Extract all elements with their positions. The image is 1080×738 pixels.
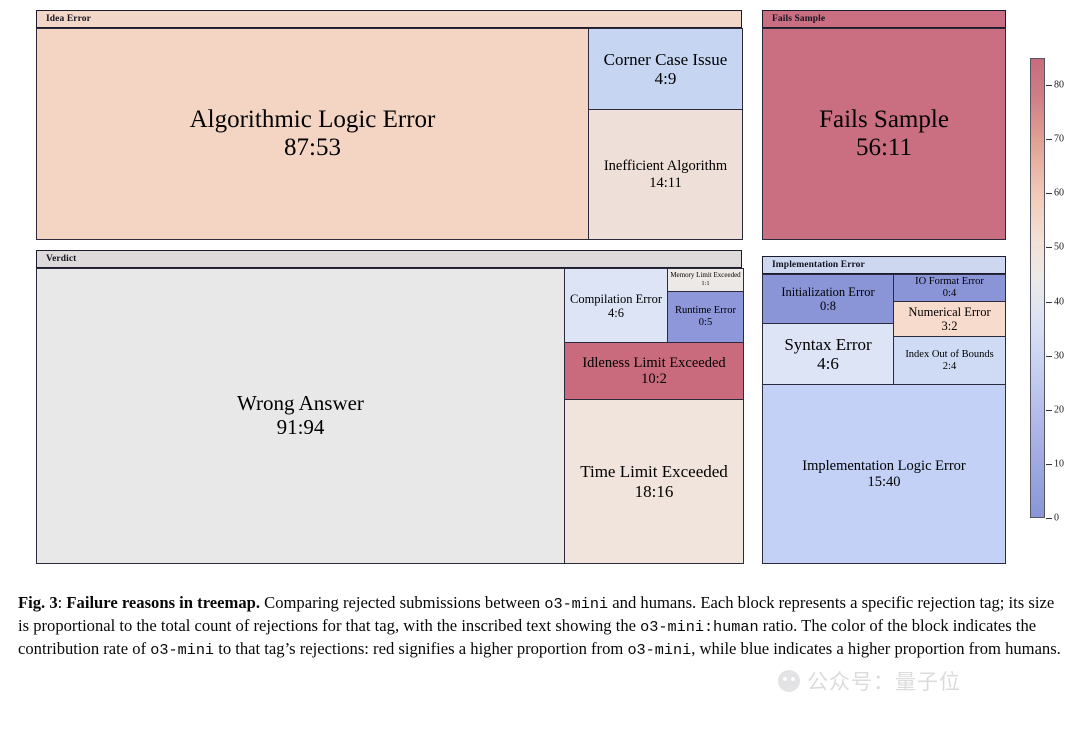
watermark-logo-icon bbox=[778, 670, 800, 692]
treemap-tile-index-out-of-bounds[interactable]: Index Out of Bounds 2:4 bbox=[893, 336, 1006, 385]
tile-label: Compilation Error bbox=[570, 291, 662, 306]
tile-ratio: 18:16 bbox=[634, 481, 674, 501]
treemap-tile-inefficient-algorithm[interactable]: Inefficient Algorithm 14:11 bbox=[588, 109, 743, 240]
tile-label: Syntax Error bbox=[784, 334, 872, 354]
tile-label: Index Out of Bounds bbox=[905, 348, 994, 360]
treemap-tile-implementation-logic-error[interactable]: Implementation Logic Error 15:40 bbox=[762, 384, 1006, 564]
watermark-text: 公众号：量子位 bbox=[807, 671, 961, 694]
colorbar-tick-label: 60 bbox=[1054, 187, 1064, 199]
tile-label: IO Format Error bbox=[915, 276, 984, 288]
tile-label: Idleness Limit Exceeded bbox=[582, 354, 726, 371]
figure-caption: Fig. 3: Failure reasons in treemap. Comp… bbox=[18, 592, 1064, 660]
tile-label: Memory Limit Exceeded bbox=[670, 271, 741, 280]
colorbar-tick-label: 70 bbox=[1054, 133, 1064, 145]
colorbar-gradient bbox=[1030, 58, 1045, 518]
caption-colon: : bbox=[57, 593, 67, 612]
colorbar-tick bbox=[1046, 301, 1052, 303]
treemap-tile-initialization-error[interactable]: Initialization Error 0:8 bbox=[762, 274, 894, 324]
treemap-group-fails-sample: Fails Sample Fails Sample 56:11 bbox=[762, 10, 1006, 240]
tile-ratio: 10:2 bbox=[641, 371, 667, 387]
watermark: 公众号：量子位 bbox=[778, 666, 961, 696]
tile-label: Numerical Error bbox=[908, 305, 991, 319]
caption-mono-ratio: o3-mini:human bbox=[640, 617, 759, 636]
tile-ratio: 91:94 bbox=[276, 415, 325, 439]
colorbar-tick-label: 80 bbox=[1054, 79, 1064, 91]
treemap-tile-syntax-error[interactable]: Syntax Error 4:6 bbox=[762, 323, 894, 385]
treemap-tile-time-limit-exceeded[interactable]: Time Limit Exceeded 18:16 bbox=[564, 399, 744, 564]
tile-label: Time Limit Exceeded bbox=[580, 462, 728, 482]
treemap-tile-fails-sample[interactable]: Fails Sample 56:11 bbox=[762, 28, 1006, 240]
caption-seg1: Comparing rejected submissions between bbox=[260, 593, 545, 612]
tile-label: Initialization Error bbox=[781, 285, 875, 299]
tile-ratio: 1:1 bbox=[701, 280, 710, 288]
caption-mono-model-3: o3-mini bbox=[627, 640, 692, 659]
treemap-tile-wrong-answer[interactable]: Wrong Answer 91:94 bbox=[36, 268, 565, 564]
caption-mono-model-2: o3-mini bbox=[150, 640, 215, 659]
colorbar-tick-label: 0 bbox=[1054, 512, 1059, 524]
treemap-group-implementation-error: Implementation Error Initialization Erro… bbox=[762, 256, 1006, 564]
colorbar-tick bbox=[1046, 85, 1052, 87]
colorbar-tick bbox=[1046, 193, 1052, 195]
colorbar: 0 10 20 30 40 50 60 70 80 bbox=[1030, 58, 1076, 524]
treemap-tile-compilation-error[interactable]: Compilation Error 4:6 bbox=[564, 268, 668, 343]
colorbar-tick bbox=[1046, 463, 1052, 465]
colorbar-tick bbox=[1046, 139, 1052, 141]
tile-label: Runtime Error bbox=[675, 305, 736, 317]
colorbar-tick bbox=[1046, 518, 1052, 519]
tile-label: Inefficient Algorithm bbox=[603, 158, 728, 175]
treemap-tile-idleness-limit-exceeded[interactable]: Idleness Limit Exceeded 10:2 bbox=[564, 342, 744, 400]
group-header-idea-error: Idea Error bbox=[37, 11, 741, 28]
tile-ratio: 3:2 bbox=[941, 319, 958, 333]
tile-ratio: 2:4 bbox=[942, 360, 957, 372]
caption-fig-number: Fig. 3 bbox=[18, 593, 58, 612]
tile-ratio: 14:11 bbox=[649, 174, 682, 191]
treemap-tile-corner-case-issue[interactable]: Corner Case Issue 4:9 bbox=[588, 28, 743, 110]
caption-seg4: to that tag’s rejections: red signifies … bbox=[214, 638, 628, 658]
treemap-tile-numerical-error[interactable]: Numerical Error 3:2 bbox=[893, 301, 1006, 337]
tile-ratio: 4:9 bbox=[654, 69, 677, 88]
colorbar-tick-label: 40 bbox=[1054, 296, 1064, 307]
tile-label: Corner Case Issue bbox=[603, 49, 728, 69]
treemap-chart: Idea Error Algorithmic Logic Error 87:53… bbox=[36, 10, 1006, 564]
tile-ratio: 56:11 bbox=[855, 134, 913, 161]
tile-ratio: 4:6 bbox=[817, 354, 839, 373]
group-header-fails-sample: Fails Sample bbox=[763, 11, 1005, 28]
treemap-group-idea-error: Idea Error Algorithmic Logic Error 87:53… bbox=[36, 10, 743, 240]
tile-label: Implementation Logic Error bbox=[802, 457, 966, 474]
tile-label: Algorithmic Logic Error bbox=[189, 106, 436, 133]
tile-ratio: 15:40 bbox=[867, 474, 901, 490]
treemap-tile-memory-limit-exceeded[interactable]: Memory Limit Exceeded 1:1 bbox=[667, 268, 744, 292]
treemap-tile-algorithmic-logic-error[interactable]: Algorithmic Logic Error 87:53 bbox=[36, 28, 589, 240]
caption-bold-title: Failure reasons in treemap. bbox=[66, 593, 260, 612]
treemap-tile-runtime-error[interactable]: Runtime Error 0:5 bbox=[667, 291, 744, 343]
treemap-tile-io-format-error[interactable]: IO Format Error 0:4 bbox=[893, 274, 1006, 302]
tile-label: Fails Sample bbox=[819, 106, 949, 133]
colorbar-tick-label: 50 bbox=[1054, 241, 1064, 253]
caption-seg5: , while blue indicates a higher proporti… bbox=[691, 638, 1061, 658]
tile-ratio: 4:6 bbox=[608, 305, 624, 320]
tile-ratio: 0:8 bbox=[820, 299, 836, 313]
group-header-verdict: Verdict bbox=[37, 251, 741, 268]
caption-mono-model-1: o3-mini bbox=[544, 595, 609, 613]
tile-ratio: 0:5 bbox=[698, 317, 713, 328]
colorbar-tick bbox=[1046, 409, 1052, 411]
treemap-group-verdict: Verdict Wrong Answer 91:94 Compilation E… bbox=[36, 250, 744, 564]
tile-ratio: 87:53 bbox=[284, 134, 341, 161]
colorbar-tick-label: 30 bbox=[1054, 350, 1064, 362]
caption-seg2: and humans. Each block represents a spec… bbox=[18, 593, 1055, 635]
colorbar-tick-label: 10 bbox=[1054, 458, 1064, 470]
tile-ratio: 0:4 bbox=[942, 288, 957, 299]
group-header-implementation-error: Implementation Error bbox=[763, 257, 1005, 274]
colorbar-tick bbox=[1046, 247, 1052, 249]
tile-label: Wrong Answer bbox=[237, 391, 364, 416]
colorbar-tick bbox=[1046, 355, 1052, 357]
caption-seg3: ratio. The color of the block indicates … bbox=[18, 615, 1037, 658]
colorbar-tick-label: 20 bbox=[1054, 404, 1064, 416]
